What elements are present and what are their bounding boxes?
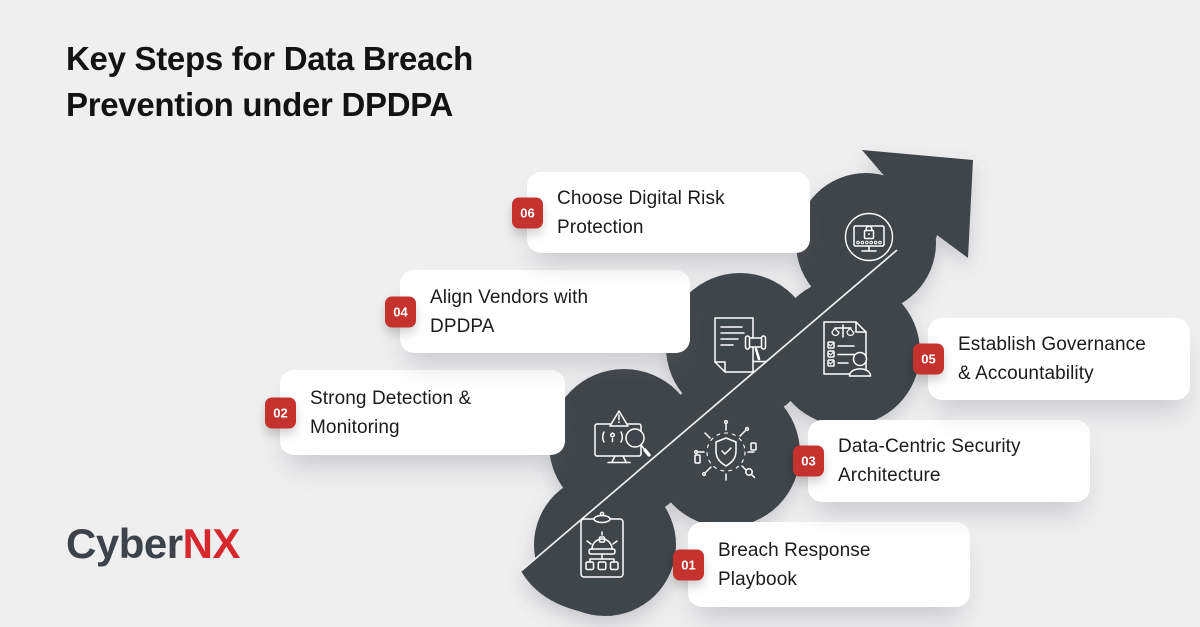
upward-arrow — [832, 150, 973, 328]
step-card-3: 03 Data-Centric Security Architecture — [793, 420, 1090, 502]
step-label: Choose Digital Risk Protection — [557, 187, 725, 238]
clipboard-alarm-icon — [580, 511, 624, 578]
step-card-5: 05 Establish Governance & Accountability — [913, 318, 1190, 400]
document-gavel-icon — [714, 317, 767, 373]
step-number-badge: 06 — [512, 197, 543, 228]
step-card-6: 06 Choose Digital Risk Protection — [512, 172, 810, 253]
step-label: Data-Centric Security Architecture — [838, 436, 1021, 486]
step-card-4: 04 Align Vendors with DPDPA — [385, 270, 690, 353]
logo-text-nx: NX — [182, 520, 241, 567]
step-number-badge: 01 — [673, 549, 704, 580]
path-divider-line — [520, 249, 898, 572]
logo-text-cyber: Cyber — [66, 520, 183, 567]
step-label: Establish Governance & Accountability — [958, 334, 1146, 384]
step-label: Strong Detection & Monitoring — [310, 387, 472, 438]
cybernx-logo: CyberNX — [66, 520, 240, 568]
step-card-1: 01 Breach Response Playbook — [673, 522, 970, 607]
shield-circuit-icon — [693, 419, 757, 481]
step-label: Breach Response Playbook — [718, 539, 871, 590]
monitor-alert-magnifier-icon — [594, 410, 651, 464]
page-title: Key Steps for Data Breach Prevention und… — [66, 40, 473, 123]
step-number-badge: 03 — [793, 445, 824, 477]
step-card-2: 02 Strong Detection & Monitoring — [265, 370, 565, 455]
step-number-badge: 02 — [265, 397, 296, 428]
monitor-lock-icon — [844, 212, 894, 262]
step-label: Align Vendors with DPDPA — [430, 286, 589, 337]
checklist-scales-person-icon — [823, 321, 872, 377]
step-number-badge: 05 — [913, 343, 944, 375]
step-number-badge: 04 — [385, 296, 416, 327]
